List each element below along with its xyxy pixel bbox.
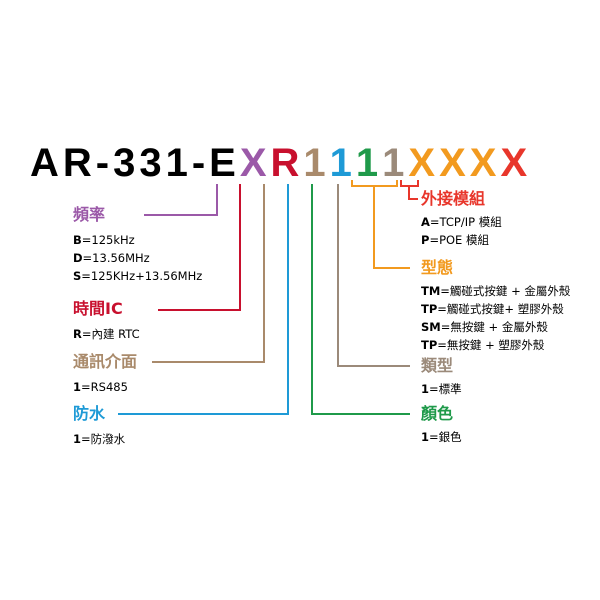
frequency-title: 頻率 [73,205,106,224]
block-clock-ic: 時間IC R=內建 RTC [73,299,140,343]
option-code: TP [421,302,438,316]
connector-comm [152,184,265,363]
option-code: TM [421,284,441,298]
option-code: B [73,233,82,247]
option-line: TM=觸碰式按鍵 + 金屬外殼 [421,282,570,300]
option-line: TP=無按鍵 + 塑膠外殼 [421,336,570,354]
option-code: 1 [73,432,82,446]
option-description: =內建 RTC [81,327,140,341]
option-line: D=13.56MHz [73,249,202,267]
option-description: =13.56MHz [82,251,150,265]
style-title: 型態 [421,258,454,277]
model-segment: 1 [382,141,409,185]
option-description: =觸碰式按鍵 + 金屬外殼 [440,284,571,298]
option-line: SM=無按鍵 + 金屬外殼 [421,318,570,336]
connector-type [337,184,410,367]
option-code: P [421,233,430,247]
option-description: =POE 模組 [429,233,489,247]
option-description: =RS485 [81,380,128,394]
option-line: 1=銀色 [421,428,462,446]
option-description: =觸碰式按鍵+ 塑膠外殼 [437,302,564,316]
connector-clock [158,184,241,311]
option-description: =無按鍵 + 金屬外殼 [440,320,548,334]
model-segment: X [239,141,271,185]
option-code: A [421,215,430,229]
option-code: D [73,251,83,265]
option-line: 1=標準 [421,380,462,398]
option-code: 1 [73,380,82,394]
color-title: 顏色 [421,404,454,423]
communication-title: 通訊介面 [73,352,138,371]
option-line: S=125KHz+13.56MHz [73,267,202,285]
option-code: TP [421,338,438,352]
option-description: =防潑水 [81,432,126,446]
clock-ic-title: 時間IC [73,299,123,318]
option-description: =標準 [429,382,462,396]
option-description: =TCP/IP 模組 [429,215,502,229]
model-segment: XXX [408,141,501,185]
option-line: A=TCP/IP 模組 [421,213,502,231]
type-title: 類型 [421,356,454,375]
option-description: =無按鍵 + 塑膠外殼 [437,338,545,352]
block-type: 類型 1=標準 [421,356,462,398]
model-segment: R [270,141,304,185]
model-segment: 1 [329,141,356,185]
option-code: 1 [421,382,430,396]
model-segment: 1 [355,141,383,185]
connector-freq [144,184,218,216]
waterproof-title: 防水 [73,404,106,423]
model-segment: X [500,141,532,185]
model-segment: AR-331-E [30,141,240,185]
option-code: R [73,327,82,341]
connector-external [408,186,418,200]
option-line: 1=防潑水 [73,430,125,448]
option-line: B=125kHz [73,231,202,249]
block-waterproof: 防水 1=防潑水 [73,404,125,448]
option-code: SM [421,320,441,334]
block-communication: 通訊介面 1=RS485 [73,352,137,396]
option-description: =銀色 [429,430,462,444]
block-color: 顏色 1=銀色 [421,404,462,446]
option-description: =125kHz [81,233,135,247]
connector-color [311,184,410,415]
option-line: P=POE 模組 [421,231,502,249]
option-description: =125KHz+13.56MHz [81,269,203,283]
model-segment: 1 [303,141,330,185]
external-module-title: 外接模組 [421,189,486,208]
option-code: 1 [421,430,430,444]
option-code: S [73,269,82,283]
option-line: TP=觸碰式按鍵+ 塑膠外殼 [421,300,570,318]
option-line: R=內建 RTC [73,325,140,343]
connector-style [373,186,410,269]
connector-water [118,184,289,415]
option-line: 1=RS485 [73,378,137,396]
